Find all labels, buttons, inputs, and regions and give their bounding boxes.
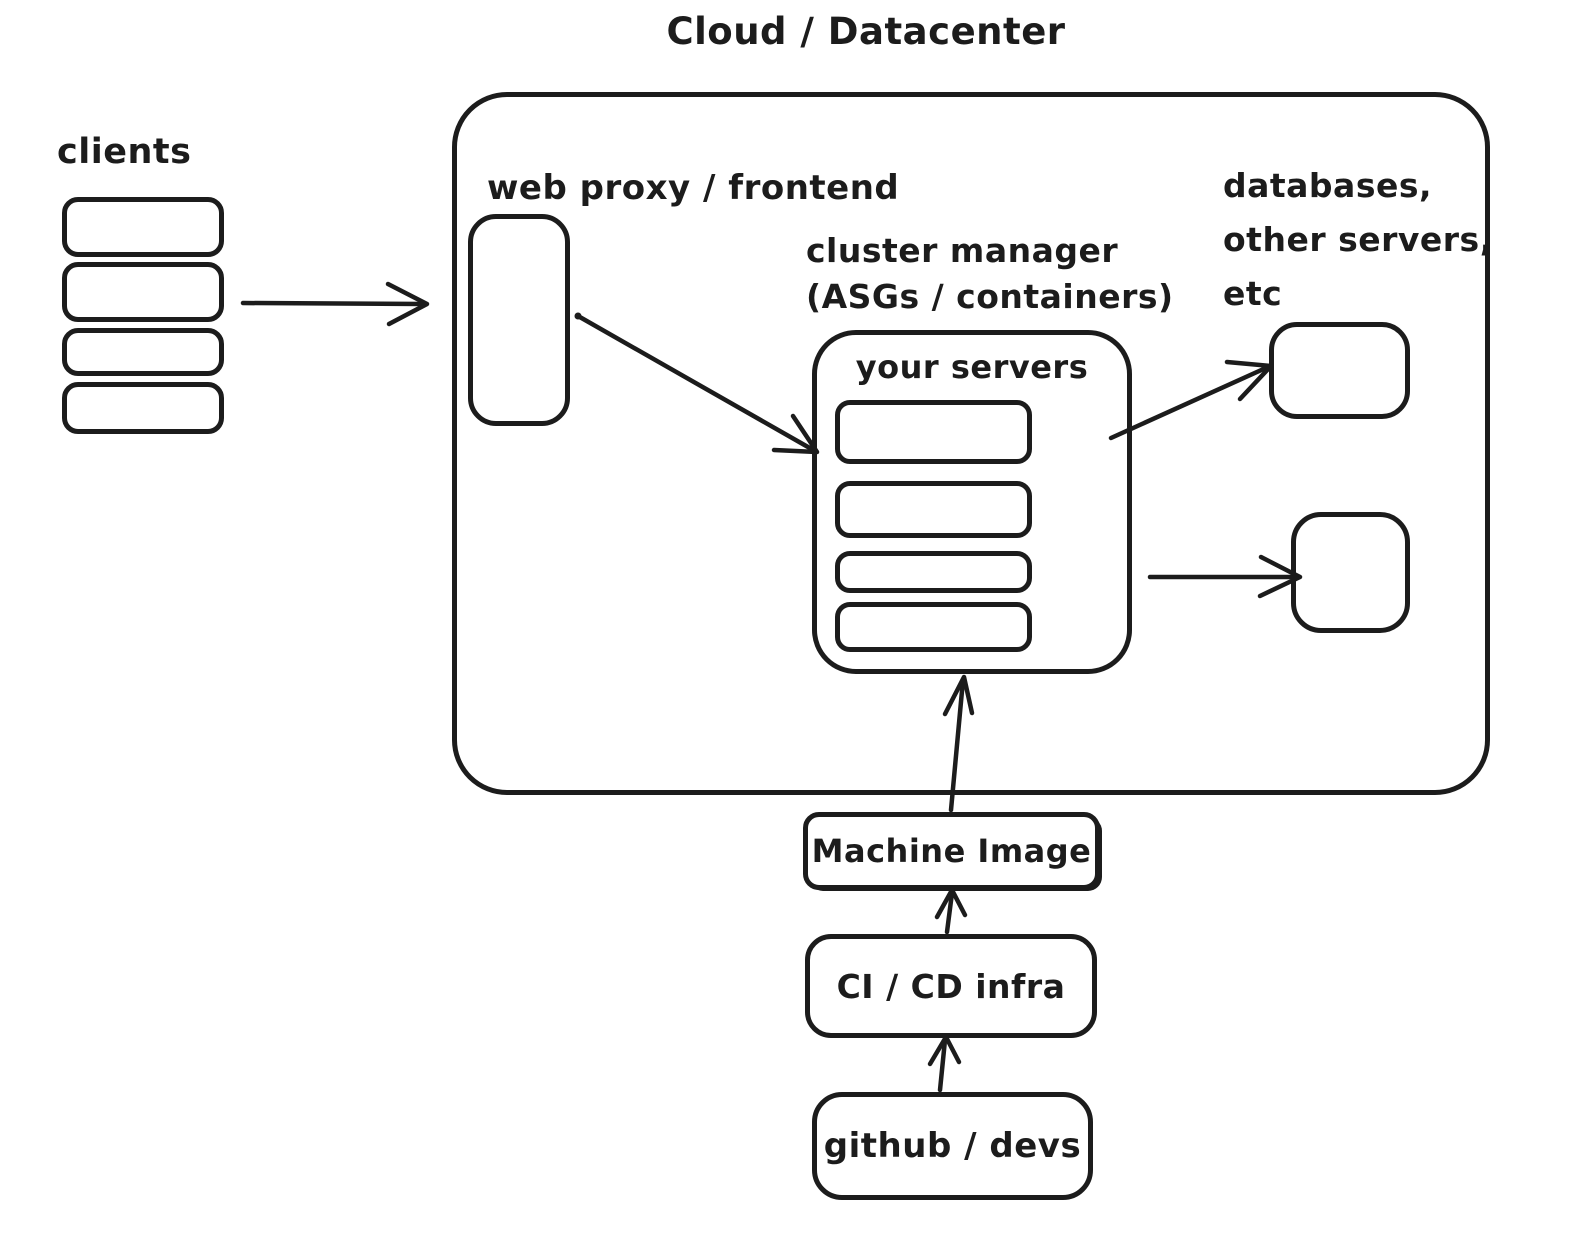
machine-image-label: Machine Image [811,832,1092,870]
database-box [1291,512,1410,633]
server-box [835,400,1032,464]
server-box [835,481,1032,538]
github-devs-box: github / devs [812,1092,1093,1200]
clients-label: clients [57,132,192,172]
client-box [62,328,224,376]
databases-label-line2: other servers, [1223,220,1493,259]
database-box [1269,322,1410,419]
web-proxy-label: web proxy / frontend [487,168,900,208]
server-box [835,551,1032,593]
client-box [62,262,224,322]
diagram-title: Cloud / Datacenter [666,10,1066,53]
client-box [62,197,224,257]
ci-cd-box: CI / CD infra [805,934,1097,1038]
client-box [62,382,224,434]
arrow-cicd-to-machine-image [934,887,968,935]
arrow-clients-to-cloud [240,281,430,327]
ci-cd-label: CI / CD infra [836,966,1066,1006]
your-servers-label: your servers [855,348,1089,386]
arrow-github-to-cicd [927,1034,962,1093]
cluster-manager-label-line2: (ASGs / containers) [806,277,1174,316]
databases-label-line1: databases, [1223,166,1433,205]
server-box [835,602,1032,652]
github-devs-label: github / devs [823,1126,1082,1166]
cluster-manager-label-line1: cluster manager [806,231,1119,270]
databases-label-line3: etc [1223,274,1283,313]
web-proxy-box [468,214,570,426]
machine-image-box: Machine Image [803,812,1100,890]
